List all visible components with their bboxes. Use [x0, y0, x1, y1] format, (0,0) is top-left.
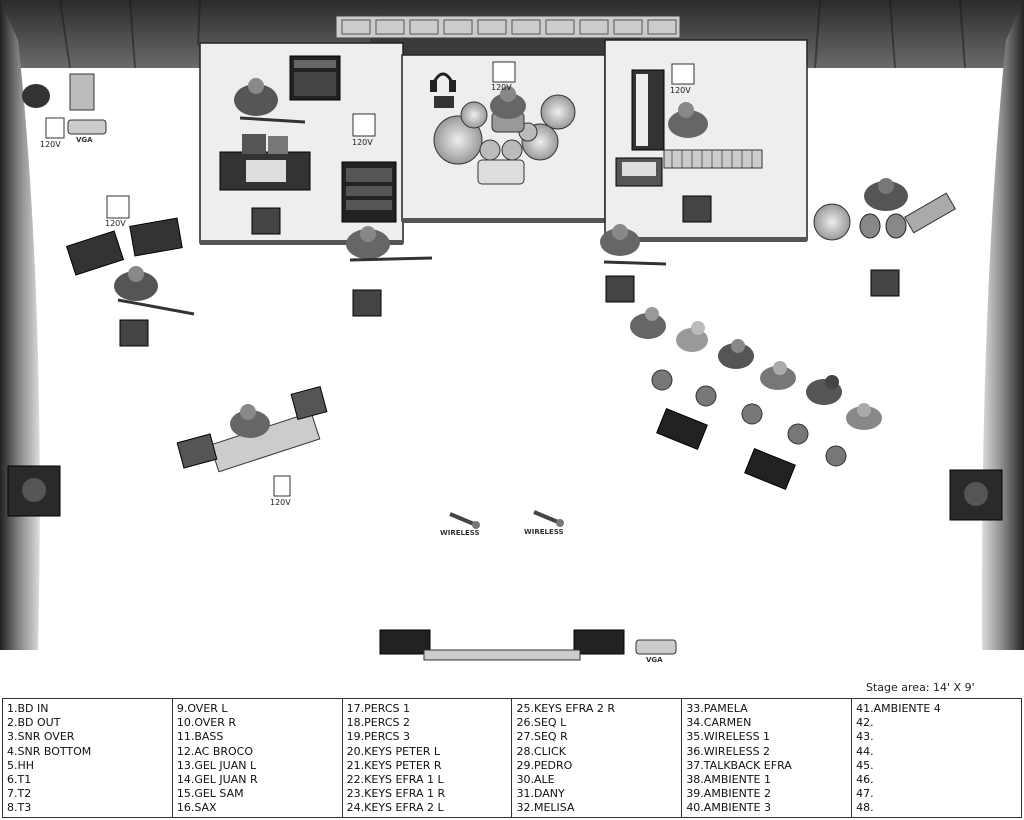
input-column-4: 25.KEYS EFRA 2 R 26.SEQ L 27.SEQ R 28.CL…: [512, 699, 683, 817]
musician-drums: [490, 86, 526, 119]
laptop-operator: [22, 73, 95, 111]
input-column-6: 41.AMBIENTE 4 42. 43. 44. 45. 46. 47. 48…: [852, 699, 1021, 817]
musician-guitar-front: [600, 224, 667, 266]
input-channel: 22.KEYS EFRA 1 L: [346, 773, 444, 787]
percussion-setup: [813, 178, 956, 241]
input-channel: 41.AMBIENTE 4: [856, 702, 941, 715]
input-column-2: 9.OVER L 10.OVER R 11.BASS 12.AC BROCO 1…: [173, 699, 343, 817]
input-channel: 27.SEQ R: [516, 730, 568, 744]
side-speaker-right: [949, 469, 1003, 521]
musician-bass: [346, 226, 433, 262]
keyboard-stack: [615, 69, 763, 187]
input-channel: 37.TALKBACK EFRA: [686, 758, 792, 772]
input-channel: 33.PAMELA: [686, 702, 748, 715]
input-channel: 25.KEYS EFRA 2 R: [516, 702, 615, 715]
wedge-monitors: [379, 408, 796, 655]
input-channel: 36.WIRELESS 2: [686, 744, 771, 758]
bass-amp-rack: [341, 161, 397, 223]
amp-left-1: [65, 230, 125, 276]
input-channel: 35.WIRELESS 1: [686, 730, 771, 744]
input-channel: 1.BD IN: [7, 702, 49, 715]
input-channel: 11.BASS: [176, 730, 224, 744]
input-channel: 39.AMBIENTE 2: [686, 787, 771, 801]
input-channel: 34.CARMEN: [686, 716, 752, 730]
input-channel: 40.AMBIENTE 3: [686, 801, 771, 815]
input-channel: 38.AMBIENTE 1: [686, 773, 771, 787]
input-channel: 23.KEYS EFRA 1 R: [346, 787, 446, 801]
mic-stands: [651, 369, 847, 467]
input-channel: 20.KEYS PETER L: [346, 744, 441, 758]
floor-monitors: [119, 195, 900, 347]
input-channel: 3.SNR OVER: [7, 730, 75, 744]
input-list-table: 1.BD IN 2.BD OUT 3.SNR OVER 4.SNR BOTTOM…: [2, 698, 1022, 818]
input-channel: 44.: [856, 744, 874, 758]
musician-guitar-riser: [234, 78, 306, 124]
stage-lip: [423, 649, 581, 661]
input-channel: 48.: [856, 801, 874, 815]
input-channel: 43.: [856, 730, 874, 744]
input-channel: 30.ALE: [516, 773, 555, 787]
lighting-truss: [335, 15, 681, 58]
input-channel: 42.: [856, 716, 874, 730]
input-column-3: 17.PERCS 1 18.PERCS 2 19.PERCS 3 20.KEYS…: [343, 699, 513, 817]
guitar-amp: [289, 55, 341, 101]
input-channel: 29.PEDRO: [516, 758, 573, 772]
input-channel: 12.AC BROCO: [176, 744, 254, 758]
input-channel: 6.T1: [7, 773, 32, 787]
wireless-label-2: WIRELESS: [524, 528, 564, 536]
outlet-label-laptop: 120V: [40, 140, 61, 149]
input-channel: 21.KEYS PETER R: [346, 758, 442, 772]
dj-table: [219, 134, 311, 191]
input-channel: 5.HH: [7, 758, 35, 772]
musician-keys-riser: [668, 102, 708, 138]
input-channel: 16.SAX: [176, 801, 217, 815]
input-channel: 46.: [856, 773, 874, 787]
input-column-1: 1.BD IN 2.BD OUT 3.SNR OVER 4.SNR BOTTOM…: [3, 699, 173, 817]
input-channel: 31.DANY: [516, 787, 565, 801]
input-channel: 4.SNR BOTTOM: [7, 744, 92, 758]
input-channel: 45.: [856, 758, 874, 772]
keyboard-front: [176, 385, 328, 473]
input-channel: 24.KEYS EFRA 2 L: [346, 801, 444, 815]
input-channel: 26.SEQ L: [516, 716, 567, 730]
vga-label-front: VGA: [646, 656, 663, 664]
outlet-label-left: 120V: [105, 219, 126, 228]
input-channel: 14.GEL JUAN R: [176, 773, 258, 787]
input-channel: 47.: [856, 787, 874, 801]
input-channel: 7.T2: [7, 787, 32, 801]
power-outlets: [45, 61, 695, 497]
outlet-label-front-keys: 120V: [270, 498, 291, 507]
input-channel: 8.T3: [7, 801, 32, 815]
outlet-label-drums: 120V: [491, 83, 512, 92]
vga-ports: [67, 119, 677, 655]
input-column-5: 33.PAMELA 34.CARMEN 35.WIRELESS 1 36.WIR…: [682, 699, 853, 817]
input-channel: 28.CLICK: [516, 744, 566, 758]
input-channel: 10.OVER R: [176, 716, 237, 730]
input-channel: 2.BD OUT: [7, 716, 61, 730]
right-curtain: [981, 0, 1024, 650]
stage-area-label: Stage area: 14' X 9': [866, 681, 975, 694]
singer-row: [630, 307, 882, 430]
musician-guitar-left: [114, 266, 195, 316]
input-channel: 15.GEL SAM: [176, 787, 244, 801]
input-channel: 19.PERCS 3: [346, 730, 410, 744]
wireless-label-1: WIRELESS: [440, 529, 480, 537]
outlet-label-riser-left: 120V: [352, 138, 373, 147]
input-channel: 17.PERCS 1: [346, 702, 410, 715]
stage-plot: [0, 0, 1024, 661]
input-channel: 18.PERCS 2: [346, 716, 410, 730]
input-channel: 13.GEL JUAN L: [176, 758, 257, 772]
amp-left-2: [129, 217, 183, 257]
vga-label-laptop: VGA: [76, 136, 93, 144]
wireless-mic-2: [533, 510, 564, 527]
input-channel: 9.OVER L: [176, 702, 228, 715]
headphones-icon: [430, 72, 456, 108]
outlet-label-keys: 120V: [670, 86, 691, 95]
side-speaker-left: [7, 465, 61, 517]
input-channel: 32.MELISA: [516, 801, 575, 815]
wireless-mic-1: [449, 512, 480, 529]
